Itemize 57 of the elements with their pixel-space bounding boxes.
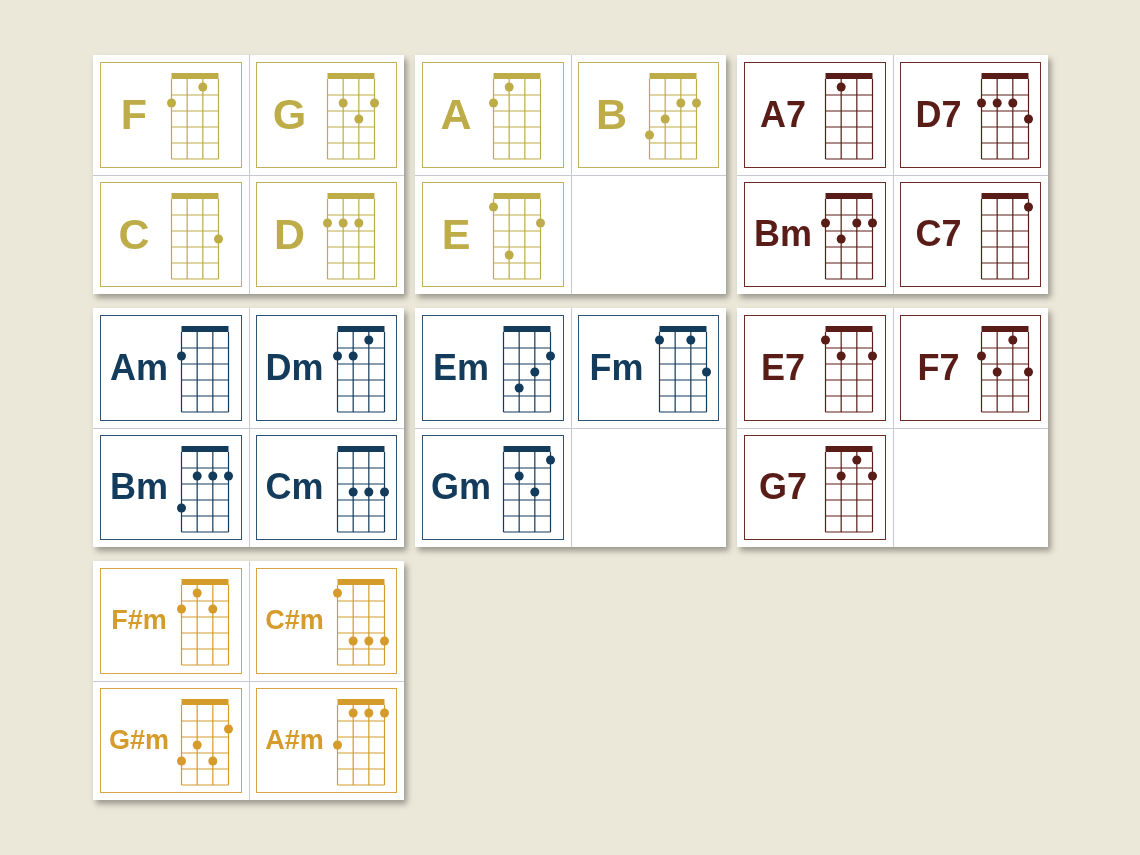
chord-name: F#m xyxy=(111,607,167,635)
chord-name: D7 xyxy=(915,96,962,133)
chord-sheet xyxy=(93,561,404,800)
chord-sheet xyxy=(415,308,726,547)
chord-card xyxy=(100,434,242,540)
chord-card xyxy=(422,62,564,168)
chord-name: Bm xyxy=(110,469,168,506)
chord-card xyxy=(100,315,242,421)
chord-name: D xyxy=(273,212,306,256)
chord-card xyxy=(744,434,886,540)
chord-name: C7 xyxy=(915,216,962,253)
chord-card xyxy=(899,62,1041,168)
chord-name: Gm xyxy=(431,469,491,506)
chord-card xyxy=(744,181,886,287)
chord-sheet xyxy=(93,308,404,547)
chord-name: G#m xyxy=(109,726,169,754)
chord-sheet xyxy=(93,55,404,294)
chord-card xyxy=(255,181,397,287)
chord-name: C xyxy=(118,212,150,256)
chord-card xyxy=(577,62,719,168)
chord-name: Am xyxy=(110,349,168,386)
chord-sheet xyxy=(737,55,1048,294)
chord-card xyxy=(255,315,397,421)
chord-card xyxy=(422,315,564,421)
chord-sheet xyxy=(737,308,1048,547)
chord-name: A xyxy=(440,93,472,137)
chord-card xyxy=(422,434,564,540)
chord-name: Cm xyxy=(265,469,324,506)
chord-card xyxy=(422,181,564,287)
chord-sheet xyxy=(415,55,726,294)
chord-card xyxy=(255,687,397,793)
chord-name: Bm xyxy=(754,216,812,253)
chord-card xyxy=(100,181,242,287)
chord-name: Em xyxy=(433,349,489,386)
chord-name: F xyxy=(120,93,148,137)
chord-card xyxy=(100,568,242,674)
chord-card xyxy=(255,434,397,540)
chord-card xyxy=(899,181,1041,287)
chord-name: Dm xyxy=(265,349,324,386)
chord-name: F7 xyxy=(917,349,960,386)
chord-name: B xyxy=(595,93,628,137)
chord-card xyxy=(255,568,397,674)
chord-card xyxy=(577,315,719,421)
chord-card xyxy=(744,62,886,168)
chord-name: G7 xyxy=(759,469,807,506)
chord-name: Fm xyxy=(589,349,644,386)
chord-name: C#m xyxy=(265,607,324,635)
chord-card xyxy=(899,315,1041,421)
chord-card xyxy=(255,62,397,168)
chord-card xyxy=(100,62,242,168)
chord-name: E7 xyxy=(760,349,805,386)
chord-name: G xyxy=(272,93,307,137)
chord-name: A#m xyxy=(265,726,324,754)
chord-card xyxy=(744,315,886,421)
chord-name: A7 xyxy=(760,96,806,133)
chord-card xyxy=(100,687,242,793)
chord-name: E xyxy=(441,212,471,256)
